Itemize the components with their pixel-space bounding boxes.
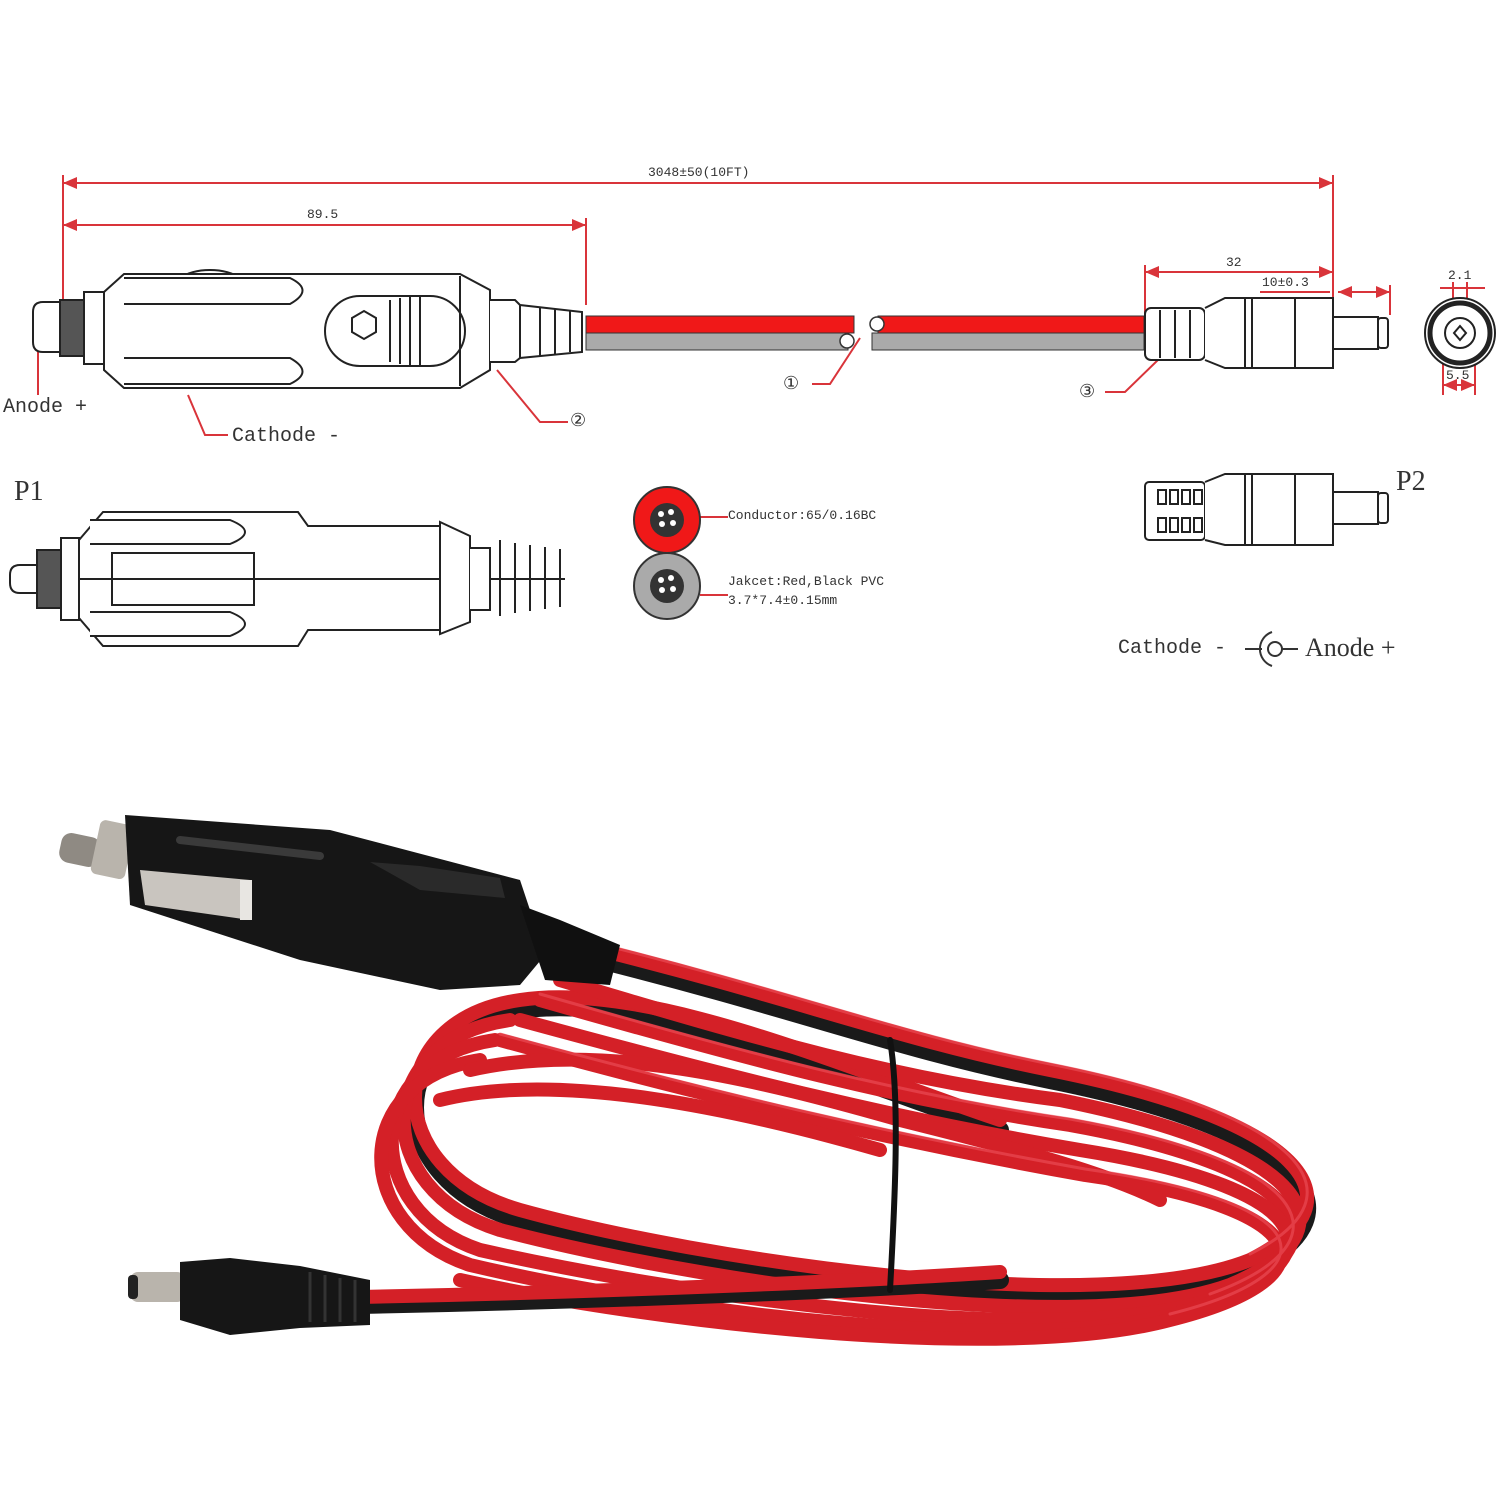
polarity-cathode-label: Cathode - [1118,637,1227,660]
p1-plug-drawing [9,511,565,647]
p2-plug-drawing [1144,473,1389,546]
overall-length-label: 3048±50(10FT) [648,165,750,180]
callout-2: ② [570,410,587,430]
cable-run [585,315,1145,351]
polarity-anode-label: Anode + [1305,633,1396,662]
dc-tip-length-label: 10±0.3 [1262,275,1309,290]
jacket-spec: Jakcet:Red,Black PVC [728,574,885,589]
cable-cross-section [633,486,701,620]
p2-label: P2 [1396,466,1426,497]
callout-3: ③ [1079,381,1096,401]
p1-label: P1 [14,476,44,507]
cigarette-plug-drawing [32,269,583,389]
dc-plug-drawing [1144,297,1496,369]
plug-length-label: 89.5 [307,207,339,222]
anode-label: Anode + [3,396,88,419]
photo-dc-plug [128,1258,370,1335]
callout-1: ① [783,373,800,393]
outer-diameter-label: 5.5 [1446,368,1470,383]
center-positive-polarity-icon [1245,631,1298,667]
product-photo [59,815,1317,1346]
cable-size-spec: 3.7*7.4±0.15mm [728,593,838,608]
dc-length-label: 32 [1226,255,1242,270]
photo-cigarette-plug [59,815,620,990]
inner-diameter-label: 2.1 [1448,268,1472,283]
cathode-label: Cathode - [232,425,341,448]
conductor-spec: Conductor:65/0.16BC [728,508,877,523]
